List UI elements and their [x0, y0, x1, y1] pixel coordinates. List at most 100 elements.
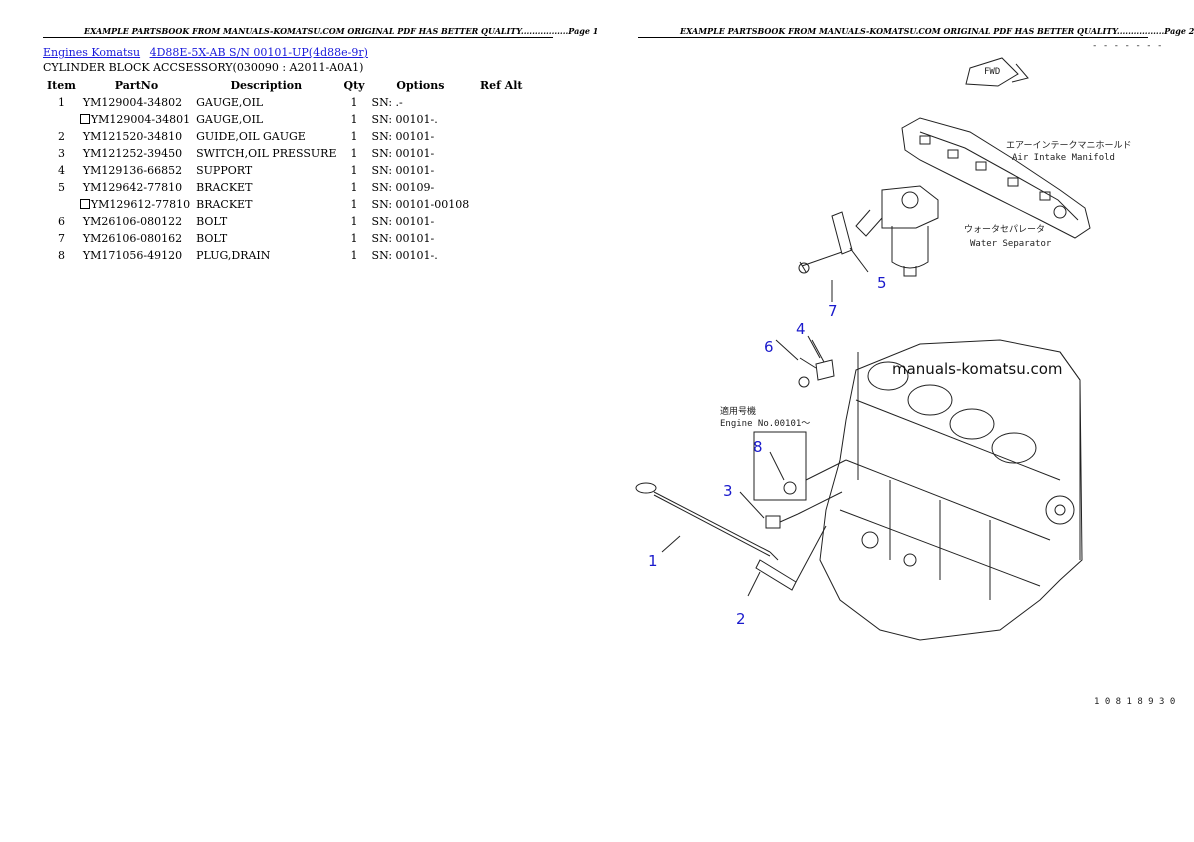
cell-description: GUIDE,OIL GAUGE: [193, 128, 339, 145]
drain-plug-inset: [753, 431, 807, 501]
cell-description: GAUGE,OIL: [193, 111, 339, 128]
cell-partno: YM129136-66852: [80, 162, 193, 179]
breadcrumb-link-model[interactable]: 4D88E-5X-AB S/N 00101-UP(4d88e-9r): [149, 46, 368, 59]
support-and-bolt: [798, 339, 859, 480]
cell-options: SN: .-: [369, 94, 473, 111]
cell-options-text: SN: 00101-: [371, 130, 435, 143]
cell-options-text: SN: 00101-: [371, 232, 435, 245]
cell-description-text: SWITCH,OIL PRESSURE: [196, 147, 337, 160]
cell-refalt: [472, 247, 530, 264]
cell-description-text: PLUG,DRAIN: [196, 249, 271, 262]
callout-4: 4: [796, 320, 806, 338]
cell-description: PLUG,DRAIN: [193, 247, 339, 264]
cell-partno-text: YM121252-39450: [82, 147, 183, 160]
cell-partno: YM121520-34810: [80, 128, 193, 145]
callout-5: 5: [877, 274, 887, 292]
cell-partno-text: YM26106-080162: [82, 232, 183, 245]
fwd-label: FWD: [984, 67, 1000, 77]
cell-partno-text: YM171056-49120: [82, 249, 183, 262]
alternate-part-checkbox-icon: [79, 114, 90, 124]
cell-options: SN: 00101-: [369, 230, 473, 247]
applicable-label-jp: 適用号機: [720, 405, 756, 417]
cell-partno-text: YM129642-77810: [82, 181, 183, 194]
separator-label-en: Water Separator: [970, 239, 1052, 249]
watermark: manuals-komatsu.com: [892, 360, 1063, 378]
cell-partno: YM129642-77810: [80, 179, 193, 196]
cell-qty: 1: [339, 162, 368, 179]
cell-item-text: 6: [57, 215, 65, 228]
cell-item: 5: [43, 179, 80, 196]
cell-qty: 1: [339, 94, 368, 111]
cell-description: SUPPORT: [193, 162, 339, 179]
cell-options: SN: 00101-: [369, 145, 473, 162]
top-marks: - - - - - - -: [1092, 41, 1162, 51]
cell-qty: 1: [339, 213, 368, 230]
cell-refalt: [472, 145, 530, 162]
cell-item: [43, 111, 80, 128]
cell-qty: 1: [339, 230, 368, 247]
table-row: YM129612-77810 BRACKET 1 SN: 00101-00108: [43, 196, 530, 213]
table-header-row: Item PartNo Description Qty Options Ref …: [43, 77, 530, 94]
callout-6: 6: [764, 338, 774, 356]
cell-options: SN: 00101-00108: [369, 196, 473, 213]
cell-qty-text: 1: [350, 198, 358, 211]
cell-qty-text: 1: [350, 232, 358, 245]
cell-item: [43, 196, 80, 213]
cell-refalt: [472, 94, 530, 111]
drain-plug: [783, 481, 797, 495]
page1-header: EXAMPLE PARTSBOOK FROM MANUALS-KOMATSU.C…: [84, 26, 599, 36]
cell-description: BRACKET: [193, 196, 339, 213]
cell-refalt: [472, 213, 530, 230]
cell-item: 6: [43, 213, 80, 230]
cell-item: 7: [43, 230, 80, 247]
cell-item-text: 4: [57, 164, 65, 177]
column-header-description: Description: [230, 79, 303, 92]
cell-description: BOLT: [193, 230, 339, 247]
breadcrumb-link-engines[interactable]: Engines Komatsu: [43, 46, 141, 59]
callout-2: 2: [736, 610, 746, 628]
cell-refalt: [472, 179, 530, 196]
column-header-refalt: Ref Alt: [479, 79, 523, 92]
cell-item-text: 3: [57, 147, 65, 160]
cylinder-block: [819, 339, 1083, 641]
callout-7: 7: [828, 302, 838, 320]
cell-description-text: BRACKET: [196, 198, 253, 211]
cell-description: SWITCH,OIL PRESSURE: [193, 145, 339, 162]
cell-qty: 1: [339, 145, 368, 162]
cell-partno-text: YM129612-77810: [90, 198, 191, 211]
cell-description: GAUGE,OIL: [193, 94, 339, 111]
cell-options-text: SN: .-: [371, 96, 403, 109]
page-title: CYLINDER BLOCK ACCSESSORY(030090 : A2011…: [43, 61, 364, 74]
cell-item: 4: [43, 162, 80, 179]
cell-options: SN: 00101-.: [369, 111, 473, 128]
cell-item-text: 8: [57, 249, 65, 262]
cell-qty-text: 1: [350, 249, 358, 262]
cell-options: SN: 00109-: [369, 179, 473, 196]
cell-qty-text: 1: [350, 96, 358, 109]
cell-qty: 1: [339, 111, 368, 128]
cell-qty: 1: [339, 128, 368, 145]
cell-partno: YM26106-080162: [80, 230, 193, 247]
cell-options-text: SN: 00101-: [371, 215, 435, 228]
cell-item: 2: [43, 128, 80, 145]
cell-refalt: [472, 128, 530, 145]
cell-description-text: BRACKET: [196, 181, 253, 194]
cell-options-text: SN: 00101-00108: [371, 198, 470, 211]
applicable-label-en: Engine No.00101～: [720, 419, 810, 429]
cell-partno-text: YM121520-34810: [82, 130, 183, 143]
cell-qty-text: 1: [350, 130, 358, 143]
cell-qty-text: 1: [350, 181, 358, 194]
page2-header: EXAMPLE PARTSBOOK FROM MANUALS-KOMATSU.C…: [680, 26, 1194, 36]
column-header-item: Item: [47, 79, 76, 92]
cell-refalt: [472, 162, 530, 179]
cell-description-text: GAUGE,OIL: [196, 113, 264, 126]
cell-partno-text: YM129004-34801: [90, 113, 191, 126]
cell-item: 8: [43, 247, 80, 264]
column-header-partno: PartNo: [114, 79, 159, 92]
cell-refalt: [472, 196, 530, 213]
separator-label-jp: ウォータセパレータ: [964, 224, 1045, 235]
cell-item-text: 5: [57, 181, 65, 194]
page2-header-rule: [638, 37, 1148, 38]
